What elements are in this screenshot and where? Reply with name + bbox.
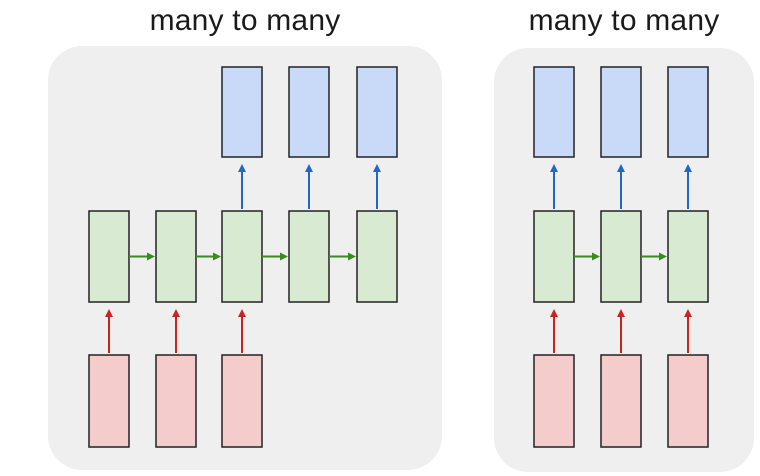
input-box bbox=[600, 354, 642, 448]
output-box bbox=[533, 66, 575, 158]
diagram-left bbox=[48, 46, 442, 470]
hidden-state-box bbox=[88, 210, 130, 303]
input-box bbox=[667, 354, 709, 448]
hidden-state-box bbox=[533, 210, 575, 303]
hidden-state-box bbox=[667, 210, 709, 303]
output-box bbox=[221, 66, 263, 158]
diagram-right bbox=[494, 48, 754, 472]
input-box bbox=[88, 354, 130, 448]
input-box bbox=[155, 354, 197, 448]
input-box bbox=[221, 354, 263, 448]
diagram-title-left: many to many bbox=[149, 4, 341, 37]
hidden-state-box bbox=[356, 210, 398, 303]
output-box bbox=[288, 66, 330, 158]
input-box bbox=[533, 354, 575, 448]
output-box bbox=[600, 66, 642, 158]
hidden-state-box bbox=[155, 210, 197, 303]
hidden-state-box bbox=[221, 210, 263, 303]
hidden-state-box bbox=[288, 210, 330, 303]
diagram-title-right: many to many bbox=[528, 4, 720, 37]
output-box bbox=[667, 66, 709, 158]
output-box bbox=[356, 66, 398, 158]
hidden-state-box bbox=[600, 210, 642, 303]
